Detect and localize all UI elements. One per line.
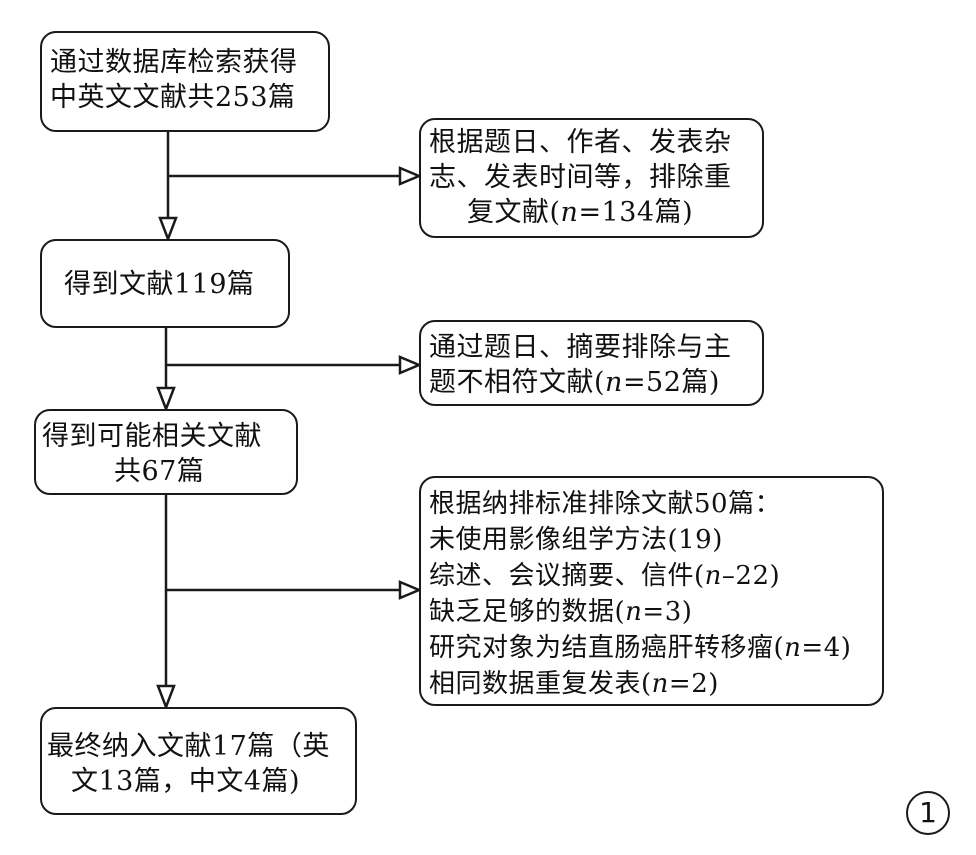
arrowhead-right-duplicates [398,166,423,186]
node-exclude-duplicates: 根据题日、作者、发表杂 志、发表时间等，排除重 复文献(n=134篇) [419,118,764,238]
text-prefix: 相同数据重复发表( [429,669,652,699]
text-prefix: 题不相符文献( [429,367,606,398]
n-symbol: n [704,561,722,591]
node-text-line: 志、发表时间等，排除重 [429,162,732,193]
node-text-line: 最终纳入文献17篇（英 [47,731,330,762]
node-text-line: 根据题日、作者、发表杂 [429,127,732,158]
text-prefix: 综述、会议摘要、信件( [429,561,705,591]
n-symbol: n [560,197,579,228]
panel-number-label: 1 [906,791,950,835]
text-prefix: 未使用影像组学方法(19) [429,525,723,555]
node-text-line: 得到可能相关文献 [42,421,262,452]
node-text-line: 文13篇，中文4篇) [71,766,301,797]
n-symbol: n [651,669,669,699]
exclusion-reason: 研究对象为结直肠癌肝转移瘤(n=4) [429,630,882,666]
node-text-line: 共67篇 [114,456,205,487]
text-suffix: =3) [642,597,693,627]
node-after-dedup: 得到文献119篇 [40,239,290,328]
arrowhead-right-unrelated [398,355,423,375]
n-symbol: n [784,633,802,663]
node-text-line: 中英文文献共253篇 [50,82,296,113]
text-suffix: =4) [801,633,852,663]
text-suffix: =2) [668,669,719,699]
node-database-search: 通过数据库检索获得 中英文文献共253篇 [40,31,330,132]
node-text-line: 得到文献119篇 [64,269,255,300]
node-text-line: 复文献(n=134篇) [429,195,762,230]
node-text-line: 题不相符文献(n=52篇) [429,365,762,400]
text-suffix: =134篇) [578,197,694,228]
text-prefix: 复文献( [467,197,561,228]
node-exclusion-criteria: 根据纳排标准排除文献50篇： 未使用影像组学方法(19) 综述、会议摘要、信件(… [419,476,884,706]
text-suffix: =52篇) [622,367,720,398]
node-final-included: 最终纳入文献17篇（英 文13篇，中文4篇) [40,707,357,815]
arrowhead-down-3 [156,684,176,711]
text-prefix: 缺乏足够的数据( [429,597,626,627]
exclusion-reason: 未使用影像组学方法(19) [429,522,882,558]
arrowhead-down-1 [158,216,178,243]
arrowhead-right-exclusion [398,580,423,600]
node-possibly-relevant: 得到可能相关文献 共67篇 [34,409,298,495]
arrowhead-down-2 [156,386,176,413]
node-text-line: 通过题日、摘要排除与主 [429,332,732,363]
node-text-line: 通过数据库检索获得 [50,47,298,78]
node-exclude-unrelated: 通过题日、摘要排除与主 题不相符文献(n=52篇) [419,320,764,406]
exclusion-title: 根据纳排标准排除文献50篇： [429,489,782,519]
text-prefix: 研究对象为结直肠癌肝转移瘤( [429,633,785,663]
exclusion-reason: 缺乏足够的数据(n=3) [429,594,882,630]
n-symbol: n [625,597,643,627]
n-symbol: n [605,367,623,398]
exclusion-reason: 综述、会议摘要、信件(n–22) [429,558,882,594]
text-suffix: –22) [721,561,781,591]
exclusion-reason: 相同数据重复发表(n=2) [429,666,882,702]
